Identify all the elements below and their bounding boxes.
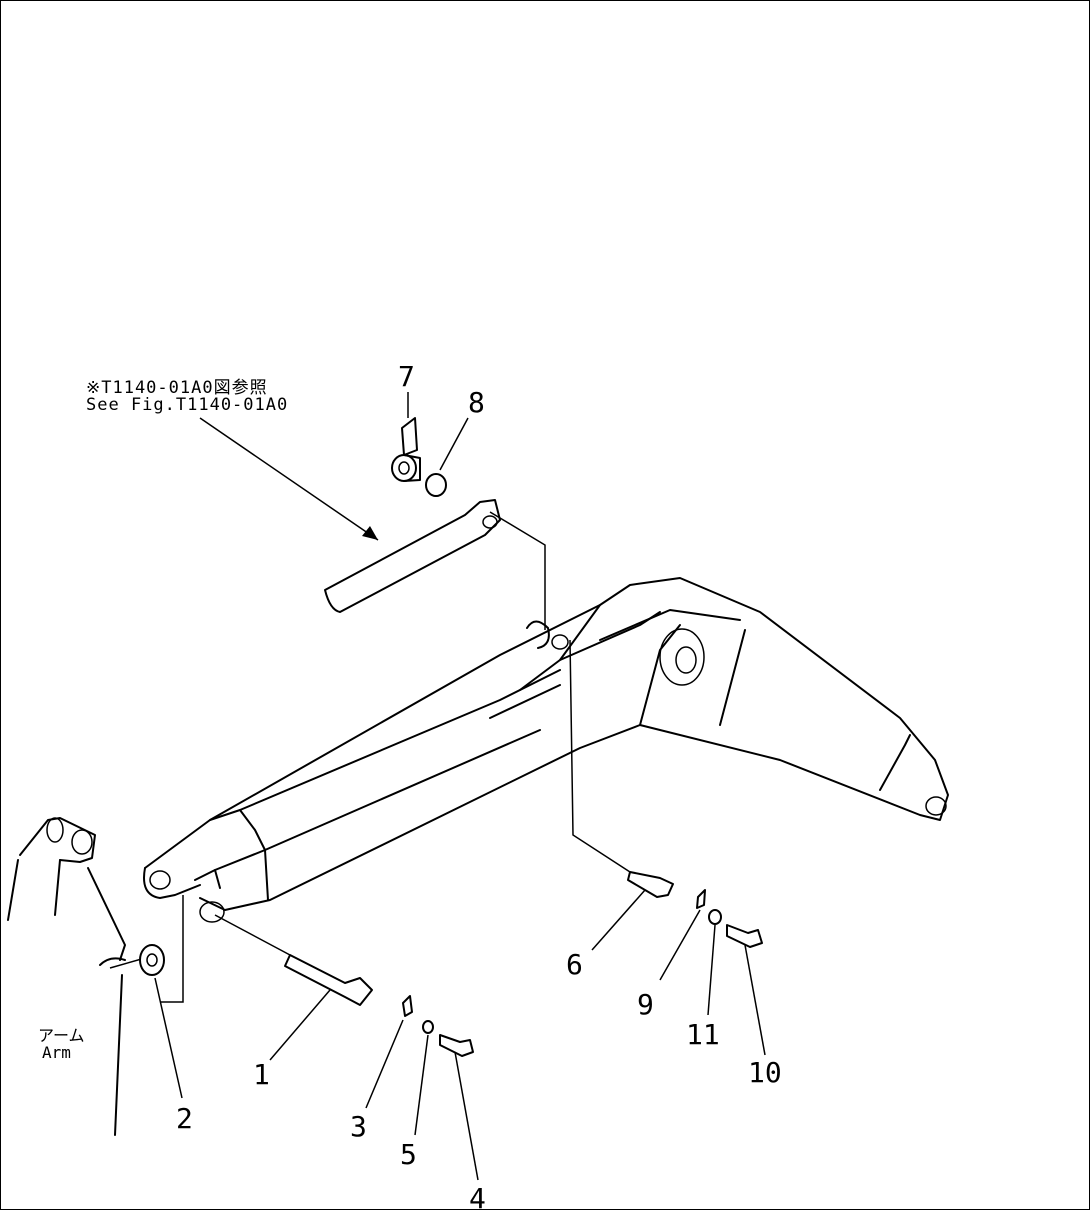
callout-4: 4 [469, 1182, 486, 1210]
arm-bracket [7, 817, 126, 1136]
callout-2: 2 [176, 1102, 193, 1135]
part-2-washer [109, 895, 184, 1003]
part-7-bushing [391, 417, 421, 482]
callout-8: 8 [468, 386, 485, 419]
callout-11: 11 [686, 1018, 720, 1051]
part-4-bolt [439, 1034, 474, 1057]
callout-1: 1 [253, 1058, 270, 1091]
reference-arrow [199, 417, 379, 541]
cylinder-rod [324, 499, 501, 613]
reference-label-english: See Fig.T1140-01A0 [86, 395, 289, 415]
part-1-pin [214, 914, 373, 1006]
callout-6: 6 [566, 948, 583, 981]
callout-leaders [154, 392, 766, 1181]
reference-label-japanese: ※T1140-01A0図参照 [86, 378, 268, 398]
part-6-pin [627, 871, 674, 898]
callout-10: 10 [748, 1056, 782, 1089]
callout-5: 5 [400, 1138, 417, 1171]
arm-label-english: Arm [42, 1043, 71, 1062]
arm-label-japanese: アーム [38, 1026, 85, 1045]
arm-body [143, 577, 949, 923]
leader-cylinder-pin [489, 511, 546, 630]
part-8-shim [425, 473, 447, 497]
callout-7: 7 [398, 360, 415, 393]
leader-part-6 [569, 639, 631, 873]
callout-9: 9 [637, 988, 654, 1021]
part-11-washer [708, 909, 722, 925]
part-3-plate [402, 995, 413, 1017]
part-5-washer [422, 1020, 434, 1034]
part-10-bolt [726, 924, 763, 948]
part-9-plate [696, 889, 706, 909]
callout-3: 3 [350, 1110, 367, 1143]
